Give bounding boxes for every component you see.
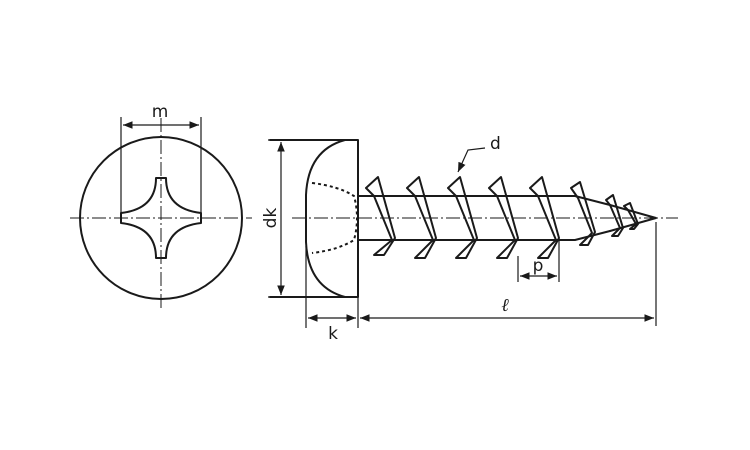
recess-hidden-line bbox=[311, 182, 358, 254]
shank-core bbox=[357, 195, 611, 241]
p-label: p bbox=[533, 256, 544, 276]
head-end-view: m bbox=[70, 102, 252, 310]
screw-side-view: d dk k ℓ p bbox=[261, 134, 678, 344]
head-outline-circle bbox=[79, 136, 243, 300]
m-label: m bbox=[152, 102, 169, 122]
d-label: d bbox=[490, 134, 501, 154]
d-leader bbox=[457, 147, 486, 173]
l-label: ℓ bbox=[501, 295, 509, 316]
thread-flanks bbox=[365, 176, 657, 259]
k-label: k bbox=[328, 324, 338, 344]
dk-label: dk bbox=[261, 208, 281, 229]
phillips-recess bbox=[120, 177, 202, 259]
